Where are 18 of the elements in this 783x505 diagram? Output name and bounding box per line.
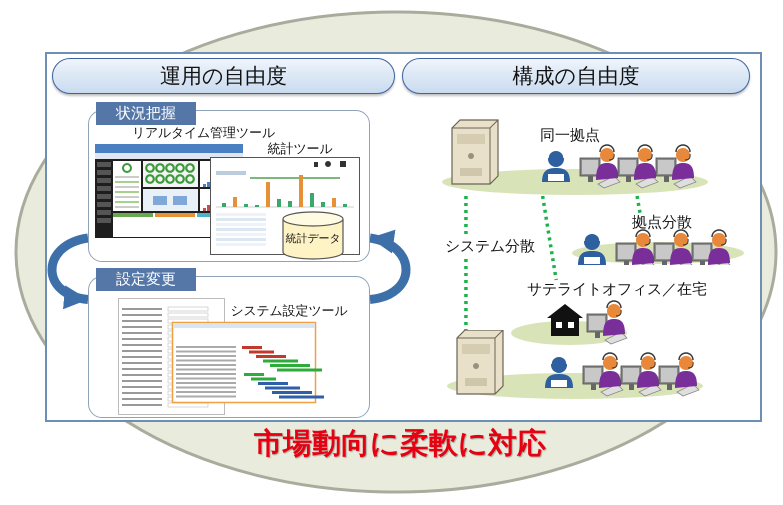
location-label: 拠点分散 [632,213,692,232]
tool-label: システム設定ツール [230,303,348,320]
section-tab: 状況把握 [96,102,196,125]
heading-band: 構成の自由度 [402,58,750,94]
curved-arrow [48,234,90,307]
dotted-line [464,196,468,330]
section-tab: 設定変更 [96,268,196,291]
location-label: 同一拠点 [540,126,600,145]
heading-band: 運用の自由度 [52,58,395,94]
cylinder-label: 統計データ [284,231,342,246]
location-label: サテライトオフィス／在宅 [527,280,707,299]
caption-text: 市場動向に柔軟に対応 [253,425,547,462]
curved-arrow [368,232,410,304]
dotted-line [540,196,558,280]
tool-label: 統計ツール [266,141,334,158]
edge-label: システム分散 [445,237,535,256]
dotted-line [635,196,642,214]
tool-label: リアルタイム管理ツール [131,125,276,142]
